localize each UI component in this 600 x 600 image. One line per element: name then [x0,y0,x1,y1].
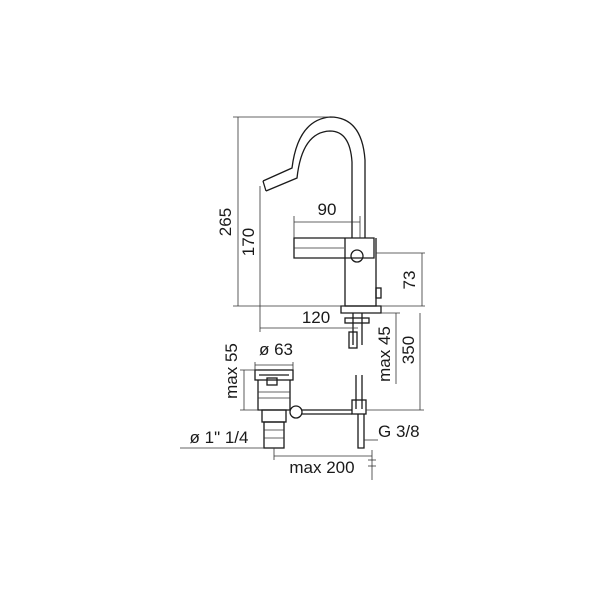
dim-connection: G 3/8 [378,422,420,441]
popup-waste-outline [254,369,352,449]
dim-spout-reach: 90 [318,200,337,219]
faucet-outline [262,116,382,480]
dim-body-height: 73 [400,271,419,290]
dim-waste-diameter: ø 63 [259,340,293,359]
dim-height-total: 265 [216,208,235,236]
dim-rod-length: max 200 [289,458,354,477]
dim-shank-length: 350 [399,336,418,364]
dim-max-shank: max 45 [375,326,394,382]
dimension-lines [180,116,425,460]
dim-height-spout: 170 [239,228,258,256]
dim-waste-height: max 55 [222,343,241,399]
dim-base-offset: 120 [302,308,330,327]
dim-waste-thread: ø 1" 1/4 [190,428,249,447]
